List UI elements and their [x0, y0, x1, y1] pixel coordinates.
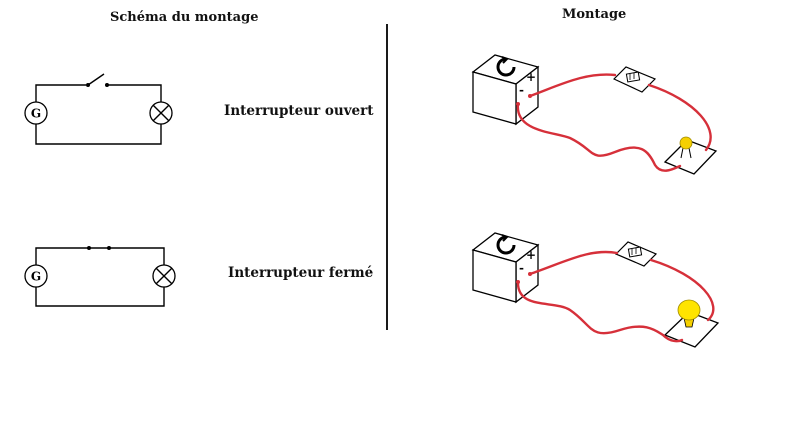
- montage-open: + -: [471, 54, 718, 175]
- montage-closed: + -: [471, 232, 720, 348]
- wire-battery-to-switch: [528, 73, 617, 98]
- lamp-symbol-open: [149, 101, 173, 125]
- title-montage: Montage: [562, 7, 627, 22]
- schema-open-circuit: G: [24, 73, 173, 145]
- minus-sign: -: [519, 83, 524, 97]
- label-open-switch: Interrupteur ouvert: [224, 103, 374, 119]
- open-switch-lever: [87, 73, 105, 86]
- bulb-off: [679, 136, 693, 150]
- wire-switch-to-bulb: [649, 258, 715, 322]
- title-schema: Schéma du montage: [110, 10, 259, 25]
- minus-sign: -: [519, 261, 524, 275]
- label-closed-switch: Interrupteur fermé: [228, 265, 374, 281]
- switch-open: [612, 66, 657, 93]
- generator-letter: G: [31, 107, 41, 121]
- plus-sign: +: [526, 70, 536, 84]
- lamp-symbol-closed: [152, 264, 176, 288]
- divider: [386, 24, 388, 330]
- wire-battery-to-switch: [528, 250, 619, 276]
- bulb-holder-closed: [663, 299, 720, 348]
- battery-open: + -: [471, 54, 540, 126]
- switch-closed: [614, 241, 658, 267]
- plus-sign: +: [526, 248, 536, 262]
- wire-switch-to-bulb: [647, 83, 712, 152]
- wire-battery-to-bulb: [516, 280, 684, 343]
- bulb-on: [677, 299, 701, 321]
- generator-symbol-closed: G: [24, 264, 48, 288]
- schema-closed-circuit: G: [24, 246, 176, 307]
- generator-symbol-open: G: [24, 101, 48, 125]
- generator-letter: G: [31, 270, 41, 284]
- wire-battery-to-bulb: [516, 102, 682, 172]
- bulb-holder-open: [663, 136, 718, 175]
- battery-closed: + -: [471, 232, 540, 304]
